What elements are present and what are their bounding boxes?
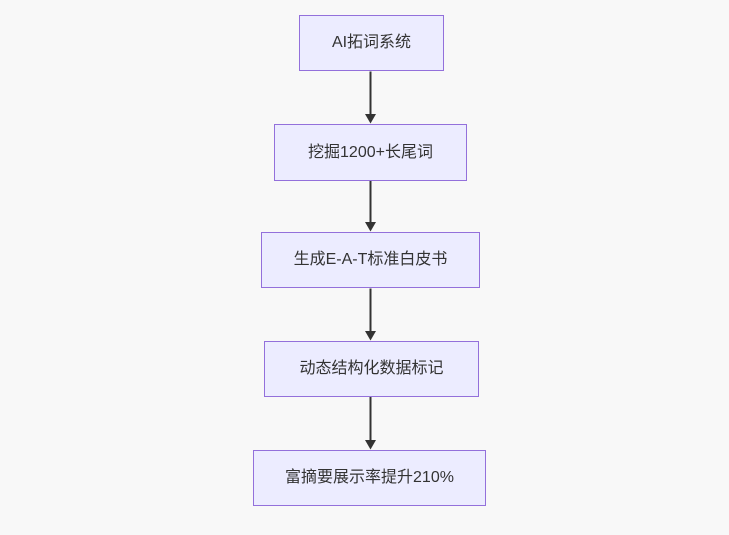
flow-arrow-c-to-d <box>365 288 376 341</box>
node-label: 动态结构化数据标记 <box>299 360 444 377</box>
flowchart-node-ai-word-expansion: AI拓词系统 <box>299 15 444 71</box>
node-label: 挖掘1200+长尾词 <box>308 143 433 161</box>
node-label: AI拓词系统 <box>331 34 412 51</box>
flow-arrow-a-to-b <box>365 71 376 124</box>
flowchart-node-rich-snippet-uplift: 富摘要展示率提升210% <box>253 450 486 506</box>
flowchart-node-eat-whitepaper: 生成E-A-T标准白皮书 <box>261 232 480 288</box>
flow-arrow-d-to-e <box>365 397 376 450</box>
node-label: 富摘要展示率提升210% <box>285 469 454 486</box>
flowchart-node-structured-data-markup: 动态结构化数据标记 <box>264 341 479 397</box>
flow-arrow-b-to-c <box>365 181 376 232</box>
node-label: 生成E-A-T标准白皮书 <box>293 251 448 268</box>
flowchart-node-longtail-mining: 挖掘1200+长尾词 <box>274 124 467 181</box>
